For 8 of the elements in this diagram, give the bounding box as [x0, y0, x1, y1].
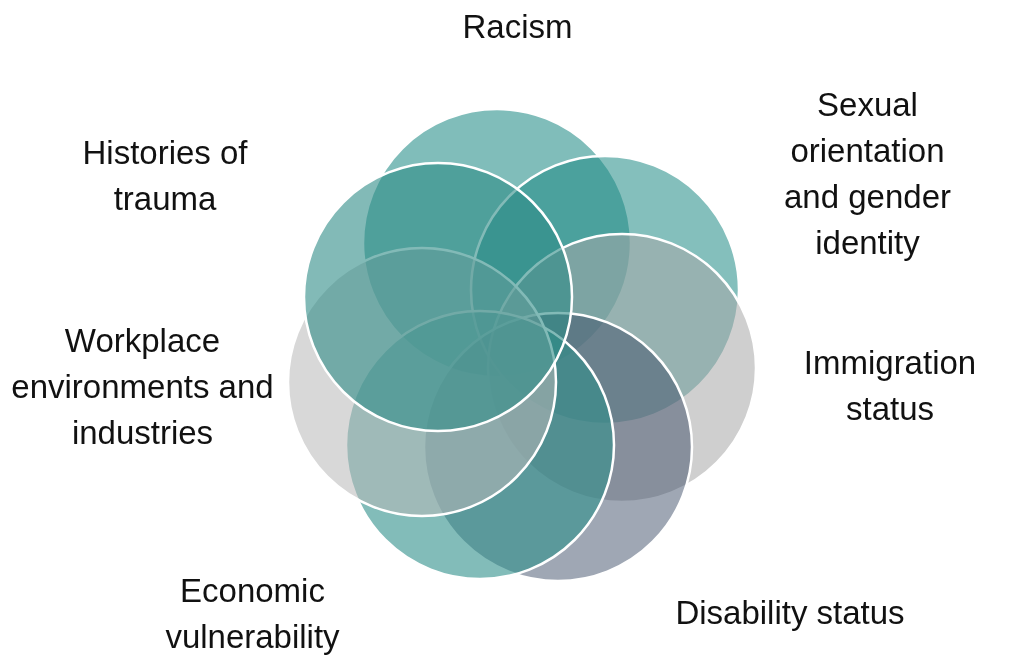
- circle-label: Racism: [461, 7, 574, 47]
- circle-label: Histories of trauma: [81, 133, 249, 219]
- overlap-circle: [303, 162, 573, 432]
- circle-label: Workplace environments and industries: [10, 321, 275, 453]
- circle-label: Economic vulnerability: [164, 571, 341, 657]
- circle-label: Disability status: [674, 593, 906, 633]
- circle-label: Immigration status: [802, 343, 978, 429]
- circle-label: Sexual orientation and gender identity: [783, 85, 952, 263]
